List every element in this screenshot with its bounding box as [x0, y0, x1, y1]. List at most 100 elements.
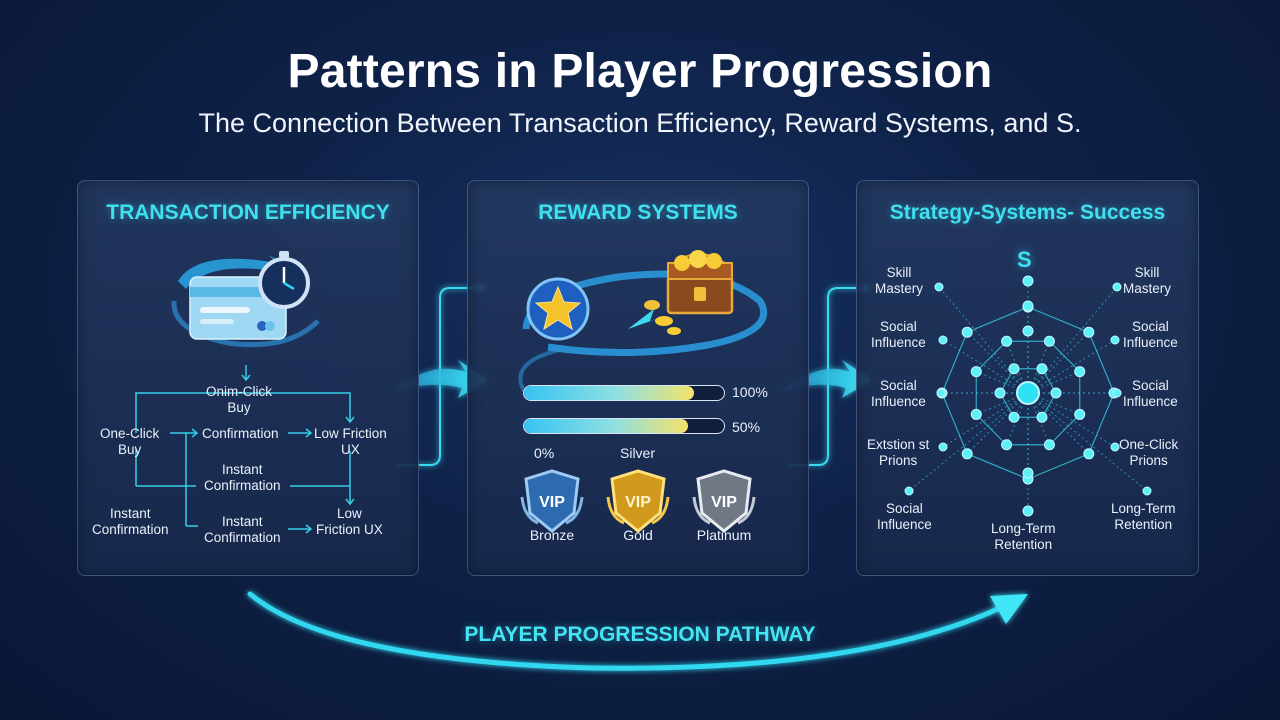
vip-platinum-badge-icon: VIP — [692, 469, 756, 533]
star-icon — [526, 277, 590, 341]
network-node — [1043, 439, 1055, 451]
network-link — [1027, 392, 1148, 492]
pathway-label: PLAYER PROGRESSION PATHWAY — [464, 623, 816, 646]
panel-heading: REWARD SYSTEMS — [538, 201, 738, 224]
silver-tier-label: Silver — [620, 445, 656, 461]
network-node — [938, 442, 948, 452]
vip-gold-badge-icon: VIP — [606, 469, 670, 533]
network-link — [1027, 339, 1116, 394]
reward-progress-bar-1 — [523, 385, 725, 401]
page-subtitle: The Connection Between Transaction Effic… — [198, 108, 1082, 138]
reward-systems-panel: REWARD SYSTEMS 100% 50% 0% — [467, 180, 809, 576]
network-node — [1112, 282, 1122, 292]
network-link — [1027, 392, 1090, 455]
network-node — [1008, 411, 1020, 423]
success-network-diagram — [904, 275, 1152, 517]
network-node — [1016, 381, 1040, 405]
network-ring-edge — [1049, 340, 1081, 372]
progress-bar-1-label: 100% — [732, 384, 768, 400]
network-ring-edge — [1049, 414, 1081, 446]
transaction-illustration — [135, 251, 355, 534]
network-node — [1001, 439, 1013, 451]
reward-progress-fill-1 — [524, 386, 694, 400]
network-node — [994, 387, 1006, 399]
network-link — [1006, 341, 1029, 394]
network-node — [1001, 335, 1013, 347]
network-node — [1110, 442, 1120, 452]
network-ring-edge — [1088, 331, 1115, 394]
progress-bar-2-label: 50% — [732, 419, 761, 435]
network-ring-edge — [941, 392, 968, 455]
network-node — [1142, 486, 1152, 496]
network-link — [1027, 286, 1118, 394]
network-ring-edge — [966, 306, 1029, 333]
gold-tier-label: Gold — [623, 527, 653, 543]
network-link — [942, 392, 1029, 448]
swoosh-icon — [178, 255, 292, 289]
network-link — [908, 392, 1029, 492]
badge-text: VIP — [539, 494, 565, 511]
bronze-tier-label: Bronze — [529, 527, 575, 543]
network-ring-edge — [975, 414, 1007, 446]
network-node — [938, 335, 948, 345]
vip-bronze-badge-icon: VIP — [520, 469, 584, 533]
network-link — [976, 371, 1029, 394]
network-node — [1074, 408, 1086, 420]
reward-progress-bar-2 — [523, 418, 725, 434]
network-link — [1027, 392, 1116, 448]
bar-scale-start-label: 0% — [534, 445, 555, 461]
panel-heading: TRANSACTION EFFICIENCY — [106, 201, 390, 224]
network-ring-edge — [941, 331, 968, 394]
treasure-chest-icon — [644, 250, 734, 335]
stopwatch-icon — [258, 251, 310, 309]
network-node — [1050, 387, 1062, 399]
network-node — [1036, 411, 1048, 423]
network-link — [976, 392, 1029, 415]
network-node — [934, 282, 944, 292]
network-link — [1006, 392, 1029, 445]
network-ring-edge — [1027, 453, 1090, 480]
network-link — [1027, 331, 1090, 394]
confirmation-label: Confirmation — [202, 426, 279, 441]
center-letter: S — [1017, 247, 1032, 272]
network-link — [1027, 392, 1080, 415]
network-link — [1027, 371, 1080, 394]
platinum-tier-label: Platinum — [696, 527, 752, 543]
network-node — [1074, 366, 1086, 378]
reward-illustration — [518, 250, 768, 392]
network-link — [966, 331, 1029, 394]
network-node — [904, 486, 914, 496]
network-node — [1022, 505, 1034, 517]
network-link — [938, 286, 1029, 394]
network-ring-edge — [966, 453, 1029, 480]
transaction-efficiency-panel: TRANSACTION EFFICIENCY — [77, 180, 419, 576]
network-ring-edge — [1088, 392, 1115, 455]
network-node — [961, 326, 973, 338]
network-link — [1027, 392, 1050, 445]
network-node — [1008, 363, 1020, 375]
network-node — [1110, 335, 1120, 345]
network-ring-edge — [1027, 306, 1090, 333]
panel-heading: Strategy-Systems- Success — [889, 201, 1166, 224]
flow-connectors — [135, 365, 355, 534]
network-node — [961, 448, 973, 460]
network-ring-edge — [975, 340, 1007, 372]
network-node — [1112, 388, 1122, 398]
progression-pathway-arc — [247, 591, 1028, 671]
network-node — [936, 388, 946, 398]
